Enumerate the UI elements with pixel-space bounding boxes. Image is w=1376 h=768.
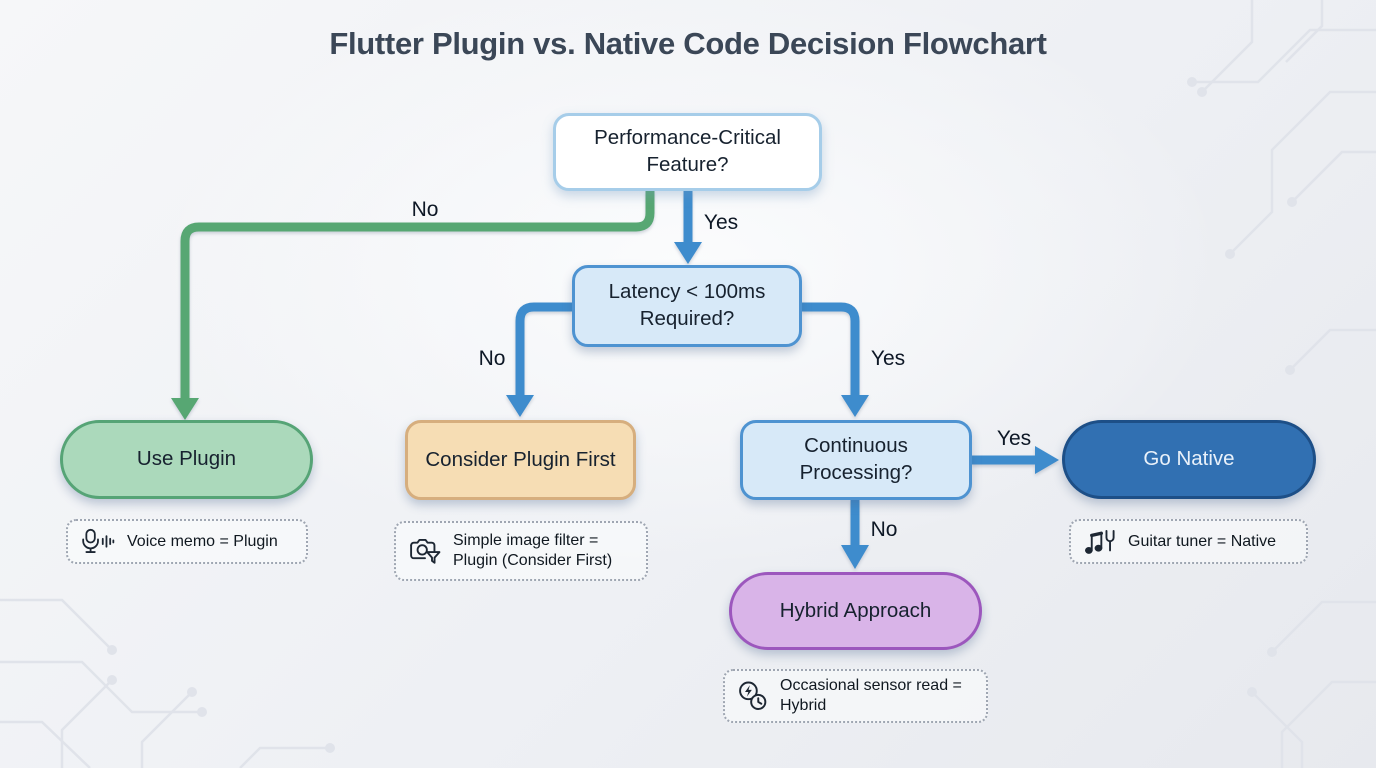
- node-label: Performance-Critical Feature?: [594, 126, 781, 176]
- edge-label-continuous-yes: Yes: [996, 427, 1032, 450]
- node-label: Consider Plugin First: [425, 447, 616, 471]
- edge-label-continuous-no: No: [870, 518, 898, 541]
- example-hybrid: Occasional sensor read = Hybrid: [723, 669, 988, 723]
- edge-latency-no: [515, 302, 572, 397]
- node-label: Latency < 100ms Required?: [608, 280, 766, 330]
- example-text: Voice memo = Plugin: [127, 532, 278, 550]
- node-continuous-question: Continuous Processing?: [740, 420, 972, 500]
- edge-label-latency-yes: Yes: [870, 347, 906, 370]
- example-use-plugin: Voice memo = Plugin: [66, 519, 308, 564]
- edge-label-start-yes: Yes: [703, 211, 739, 234]
- node-label: Go Native: [1143, 447, 1235, 471]
- page-title: Flutter Plugin vs. Native Code Decision …: [329, 26, 1047, 61]
- node-label: Continuous Processing?: [799, 434, 913, 484]
- node-consider-plugin-first: Consider Plugin First: [405, 420, 636, 500]
- example-go-native: Guitar tuner = Native: [1069, 519, 1308, 564]
- camera-filter-icon: [408, 536, 442, 566]
- microphone-waveform-icon: [80, 528, 116, 556]
- edge-latency-yes: [802, 302, 860, 397]
- edge-label-start-no: No: [411, 198, 439, 221]
- example-text: Guitar tuner = Native: [1128, 532, 1277, 550]
- bolt-clock-icon: [737, 680, 769, 712]
- node-performance-critical: Performance-Critical Feature?: [553, 113, 822, 191]
- arrowhead-latency-yes: [841, 395, 869, 417]
- arrowhead-continuous-no: [841, 545, 869, 569]
- arrowhead-start-yes: [674, 242, 702, 264]
- node-hybrid-approach: Hybrid Approach: [729, 572, 982, 650]
- arrowhead-start-no: [171, 398, 199, 420]
- node-latency-question: Latency < 100ms Required?: [572, 265, 802, 347]
- example-text: Simple image filter = Plugin (Consider F…: [453, 532, 613, 569]
- music-notes-tuning-fork-icon: [1083, 527, 1117, 556]
- node-go-native: Go Native: [1062, 420, 1316, 499]
- node-label: Use Plugin: [136, 447, 237, 471]
- arrowhead-latency-no: [506, 395, 534, 417]
- example-consider-plugin: Simple image filter = Plugin (Consider F…: [394, 521, 648, 581]
- node-label: Hybrid Approach: [779, 598, 932, 622]
- edge-label-latency-no: No: [478, 347, 506, 370]
- arrowhead-continuous-yes: [1035, 446, 1059, 474]
- node-use-plugin: Use Plugin: [60, 420, 313, 499]
- edge-start-no: [180, 191, 655, 400]
- example-text: Occasional sensor read = Hybrid: [780, 677, 962, 714]
